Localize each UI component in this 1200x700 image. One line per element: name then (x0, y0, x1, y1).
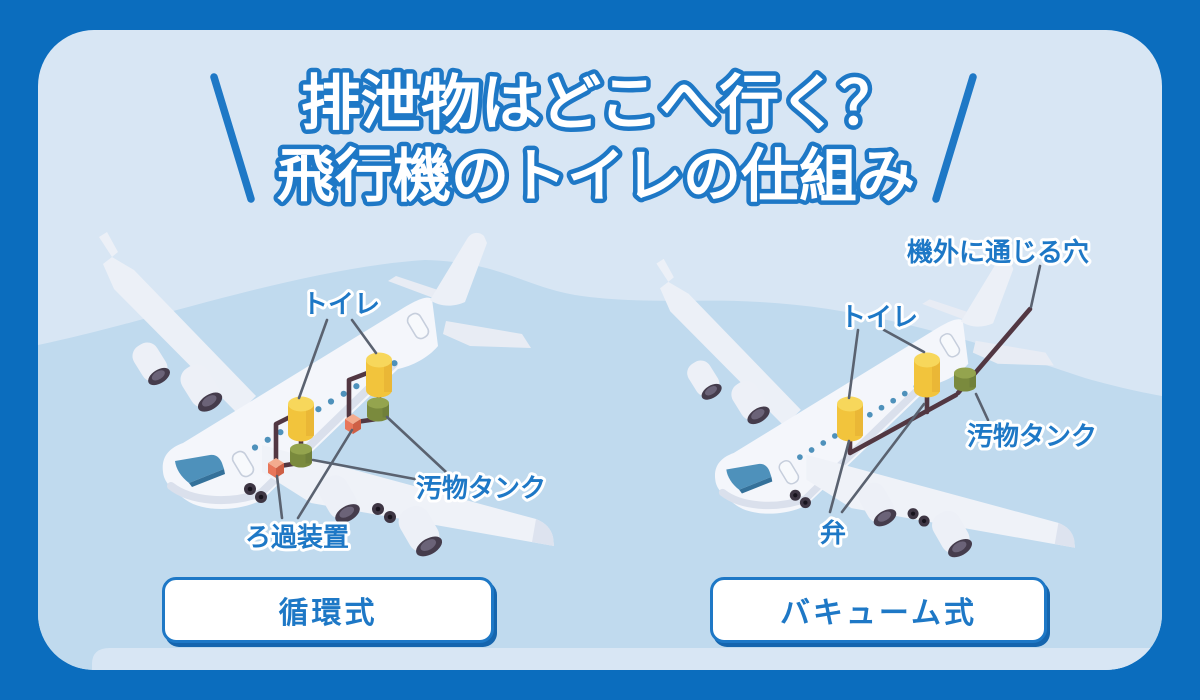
label-right-toilet: トイレ (840, 302, 918, 332)
left-plumbing (268, 352, 392, 478)
label-left-filter: ろ過装置 (245, 522, 349, 552)
label-right-valve: 弁 (820, 518, 846, 548)
waste-tank-shape (290, 443, 312, 468)
leader-lines (275, 264, 1042, 520)
label-left-toilet: トイレ (302, 289, 380, 319)
toilet-shape (837, 396, 863, 442)
waste-tank-shape (954, 367, 976, 392)
waste-tank-shape (367, 397, 389, 422)
page-title-line1: 排泄物はどこへ行く？ (301, 70, 899, 137)
page-title-line2: 飛行機のトイレの仕組み (277, 144, 915, 209)
label-right-outside-hole: 機外に通じる穴 (907, 237, 1089, 267)
caption-vacuum-type: バキューム式 (710, 577, 1047, 643)
title-slash-left (210, 73, 255, 203)
bottom-light-band (92, 648, 1162, 670)
title-slash-right (932, 73, 977, 203)
toilet-shape (288, 396, 314, 442)
label-right-waste-tank: 汚物タンク (967, 421, 1097, 451)
right-plumbing (837, 306, 1033, 456)
label-left-waste-tank: 汚物タンク (416, 473, 546, 503)
toilet-shape (366, 352, 392, 398)
infographic-panel: トイレ 汚物タンク ろ過装置 機外に通じる穴 トイレ 汚物タンク 弁 排泄物はど… (38, 30, 1162, 670)
caption-circulation-type: 循環式 (162, 577, 494, 643)
toilet-shape (914, 352, 940, 398)
diagram-scene: トイレ 汚物タンク ろ過装置 機外に通じる穴 トイレ 汚物タンク 弁 排泄物はど… (38, 66, 1162, 670)
